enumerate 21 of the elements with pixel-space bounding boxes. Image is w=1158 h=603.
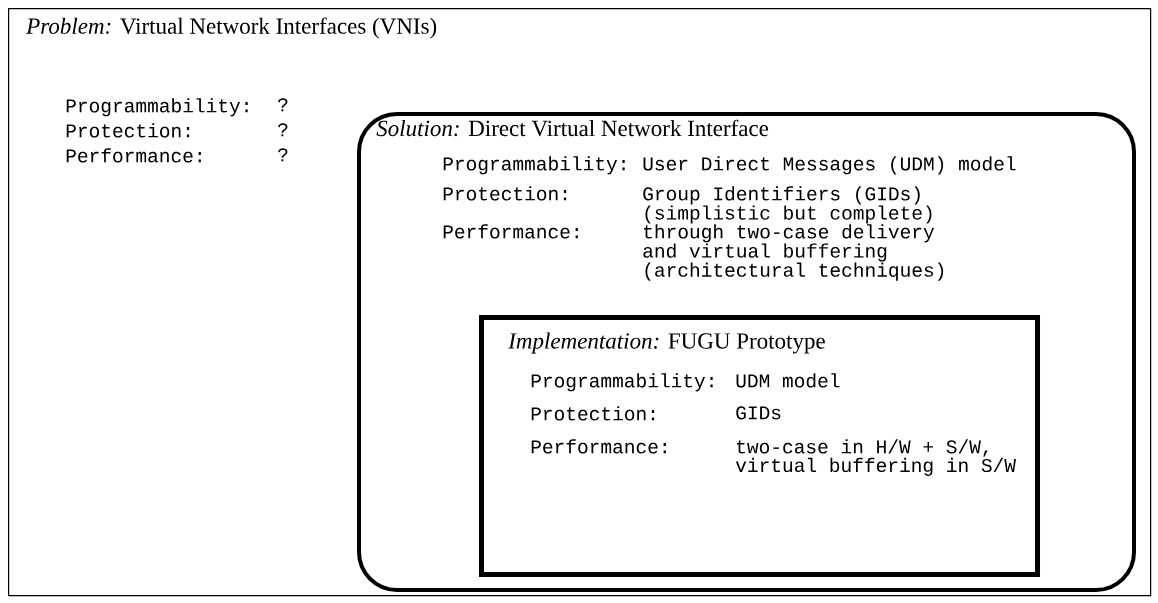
heading: Implementation: FUGU Prototype <box>508 332 825 354</box>
property-label: Protection: <box>66 123 190 138</box>
property-label: Protection: <box>443 186 567 201</box>
property-value: ? <box>278 148 288 162</box>
property-value: GIDs <box>736 406 781 420</box>
heading: Problem: Virtual Network Interfaces (VNIs) <box>26 17 437 39</box>
property-value: through two-case delivery and virtual buffering (architectural techniques) <box>643 224 944 281</box>
property-label: Performance: <box>66 148 201 163</box>
heading: Solution: Direct Virtual Network Interface <box>376 119 769 137</box>
property-value: Group Identifiers (GIDs) (simplistic but complete) <box>643 186 932 224</box>
property-label: Performance: <box>443 224 578 239</box>
property-label: Programmability: <box>443 156 625 175</box>
property-value: two-case in H/W + S/W, virtual buffering in S/W <box>735 439 1016 476</box>
property-label: Programmability: <box>66 98 248 117</box>
property-label: Protection: <box>531 406 655 421</box>
property-value: ? <box>278 98 288 112</box>
property-value: ? <box>278 123 288 137</box>
property-label: Programmability: <box>531 373 713 392</box>
property-label: Performance: <box>531 439 666 454</box>
property-value: User Direct Messages (UDM) model <box>643 156 1016 175</box>
property-value: UDM model <box>736 373 840 388</box>
